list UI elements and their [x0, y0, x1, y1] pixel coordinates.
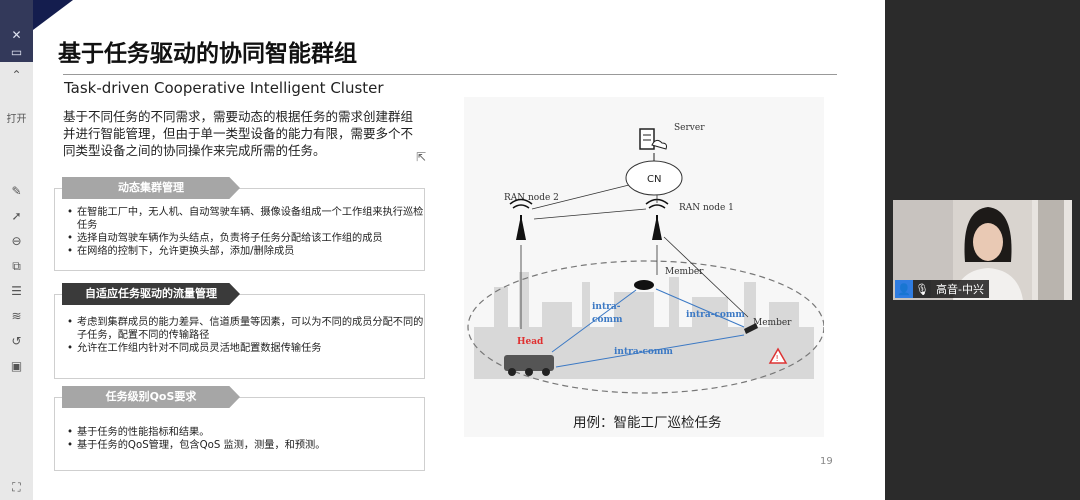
section-box-1: 在智能工厂中，无人机、自动驾驶车辆、摄像设备组成一个工作组来执行巡检任务 选择自…	[54, 188, 425, 271]
member-right-label: Member	[753, 318, 792, 328]
ran1-label: RAN node 1	[679, 203, 734, 213]
pointer-icon[interactable]: ➚	[11, 209, 22, 223]
warning-icon	[768, 347, 788, 364]
slide-subtitle: Task-driven Cooperative Intelligent Clus…	[64, 79, 384, 97]
list-item: 考虑到集群成员的能力差异、信道质量等因素，可以为不同的成员分配不同的子任务，配置…	[67, 316, 424, 342]
microphone-icon[interactable]: 🎙	[913, 280, 931, 298]
expand-icon[interactable]: ⛶	[12, 480, 21, 494]
intro-paragraph: 基于不同任务的不同需求，需要动态的根据任务的需求创建群组并进行智能管理，但由于单…	[63, 109, 414, 158]
section-box-3: 基于任务的性能指标和结果。 基于任务的QoS管理，包含QoS 监测，测量，和预测…	[54, 397, 425, 471]
antenna-icon	[509, 198, 533, 240]
section-heading-2: 自适应任务驱动的流量管理	[62, 283, 240, 305]
list-item: 允许在工作组内针对不同成员灵活地配置数据传输任务	[67, 342, 424, 355]
screen-icon[interactable]: ▭	[10, 45, 23, 59]
intra-comm-right: intra-comm	[686, 310, 745, 320]
warning-mark: !	[776, 354, 779, 363]
intra-comm-left-2: comm	[592, 315, 623, 325]
ran2-label: RAN node 2	[504, 193, 559, 203]
settings-icon[interactable]: ≋	[11, 309, 22, 323]
slide-title: 基于任务驱动的协同智能群组	[58, 41, 357, 67]
presenter-toolbar: ✕ ▭ ⌃ 打开 ✎ ➚ ⊖ ⧉ ☰ ≋ ↺ ▣ ⛶	[0, 0, 33, 500]
section-heading-3: 任务级别QoS要求	[62, 386, 240, 408]
diagram-caption: 用例：智能工厂巡检任务	[573, 415, 722, 431]
network-diagram: Server CN RAN node 2 RAN node 1 Member	[464, 97, 824, 437]
section-heading-1: 动态集群管理	[62, 177, 240, 199]
slide-corner-decoration	[33, 0, 73, 30]
lock-icon[interactable]: ⊖	[11, 234, 22, 248]
ran2-ran1-link	[533, 208, 647, 220]
pen-icon[interactable]: ✎	[11, 184, 22, 198]
head-label: Head	[517, 337, 544, 347]
history-icon[interactable]: ↺	[11, 334, 22, 348]
camera-icon	[744, 323, 758, 334]
factory-silhouette	[474, 272, 814, 379]
mouse-cursor-icon: ⇱	[416, 150, 427, 164]
list-item: 选择自动驾驶车辆作为头结点，负责将子任务分配给该工作组的成员	[67, 232, 424, 245]
intra-comm-left-1: intra-	[592, 302, 621, 312]
list-item: 基于任务的QoS管理，包含QoS 监测，测量，和预测。	[67, 439, 424, 452]
cn-label: CN	[647, 174, 661, 185]
video-background-curtain	[1038, 200, 1064, 300]
participant-name-tag: 👤 🎙 高音-中兴	[895, 280, 989, 298]
diagram-background	[464, 97, 824, 437]
ran1-member-link	[663, 236, 749, 318]
list-item: 基于任务的性能指标和结果。	[67, 426, 424, 439]
ran2-cn-link	[531, 184, 630, 210]
server-label: Server	[674, 123, 705, 133]
chevron-up-icon[interactable]: ⌃	[11, 68, 22, 82]
image-icon[interactable]: ▣	[10, 359, 23, 373]
list-icon[interactable]: ☰	[11, 284, 22, 298]
drone-icon	[634, 280, 654, 290]
participant-name: 高音-中兴	[936, 283, 984, 296]
slide: 基于任务驱动的协同智能群组 Task-driven Cooperative In…	[33, 0, 885, 500]
toolbar-header	[0, 0, 33, 62]
list-item: 在网络的控制下，允许更换头部，添加/删除成员	[67, 245, 424, 258]
section-box-2: 考虑到集群成员的能力差异、信道质量等因素，可以为不同的成员分配不同的子任务，配置…	[54, 294, 425, 379]
intra-comm-links	[551, 288, 745, 368]
open-button[interactable]: 打开	[6, 114, 27, 125]
close-icon[interactable]: ✕	[11, 28, 22, 42]
server-icon	[639, 128, 667, 150]
intra-comm-bottom: intra-comm	[614, 347, 673, 357]
page-number: 19	[820, 456, 833, 467]
title-divider	[63, 74, 837, 75]
participant-video[interactable]: 👤 🎙 高音-中兴	[893, 200, 1072, 300]
member-top-label: Member	[665, 267, 704, 277]
user-icon: 👤	[895, 280, 913, 298]
list-item: 在智能工厂中，无人机、自动驾驶车辆、摄像设备组成一个工作组来执行巡检任务	[67, 206, 424, 232]
cluster-boundary	[467, 260, 824, 394]
vehicle-icon	[504, 355, 554, 371]
shapes-icon[interactable]: ⧉	[12, 259, 21, 273]
